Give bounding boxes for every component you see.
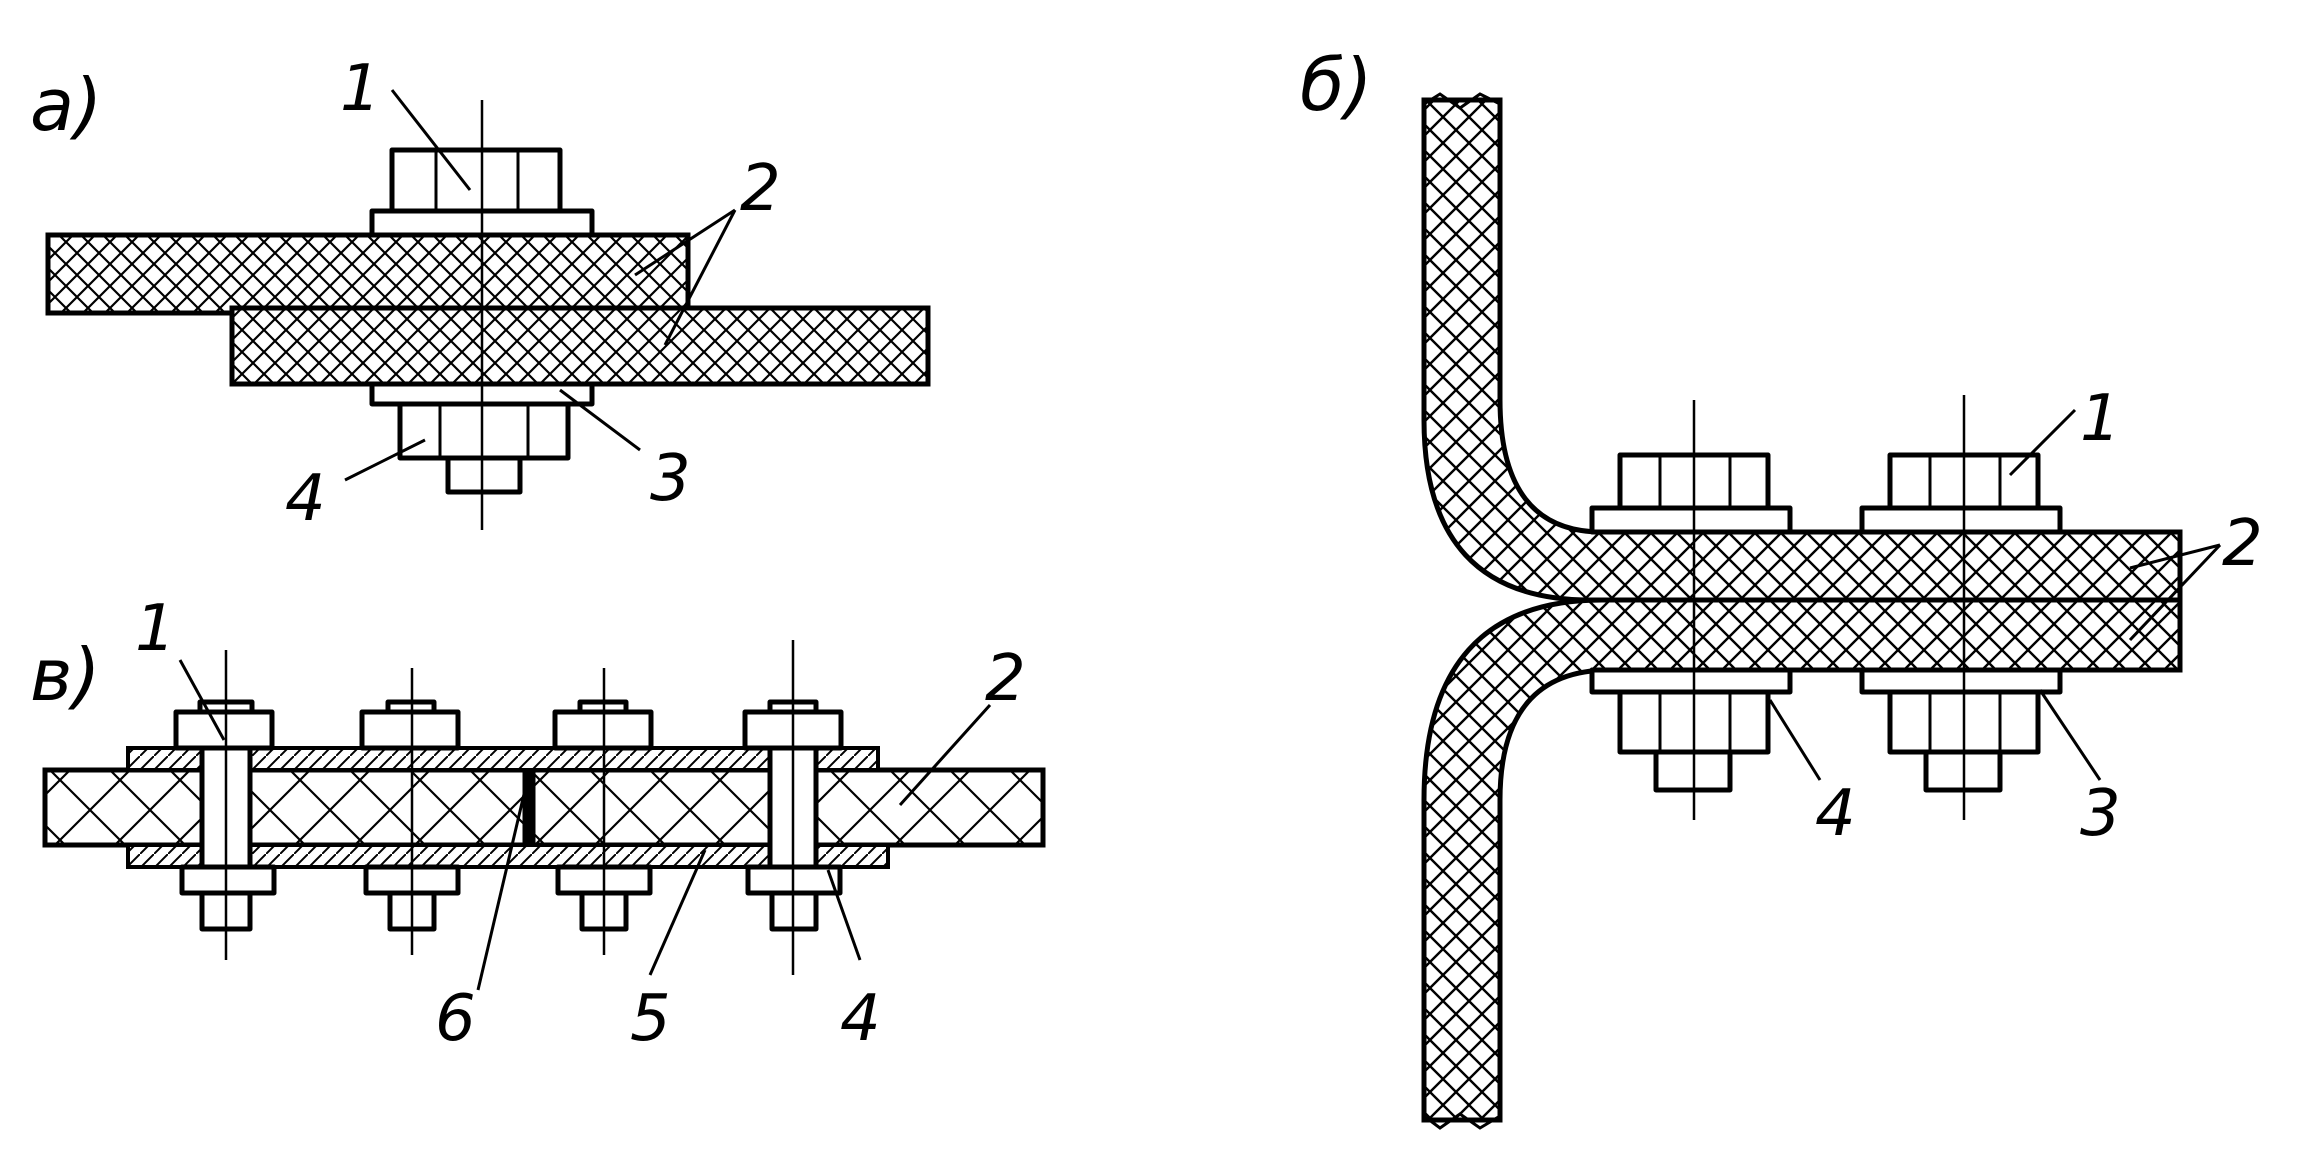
panel-b: б) — [1300, 43, 2263, 1130]
panel-v-callout-6: 6 — [435, 982, 476, 1056]
panel-a-bolt-end — [445, 455, 523, 495]
panel-b-callout-1: 1 — [2080, 382, 2121, 456]
panel-v: в) — [30, 592, 1046, 1056]
panel-v-callout-5: 5 — [630, 982, 671, 1056]
panel-v-bolt-4 — [742, 640, 844, 975]
panel-v-bolt-1 — [173, 650, 277, 960]
panel-v-bolt-3 — [552, 668, 654, 955]
panel-v-bolt-2 — [359, 668, 461, 955]
panel-v-label: в) — [30, 633, 101, 717]
panel-b-callout-2: 2 — [2222, 507, 2263, 581]
panel-a-callout-3: 3 — [650, 442, 691, 516]
panel-a: а) 1 2 3 4 — [30, 52, 931, 536]
panel-v-callout-2: 2 — [985, 642, 1026, 716]
panel-v-upper-strip — [126, 746, 880, 772]
panel-a-callout-4: 4 — [285, 462, 326, 536]
panel-b-bolt-left — [1589, 400, 1793, 820]
panel-b-lower-busbar — [1421, 597, 2183, 1123]
panel-a-callout-1: 1 — [340, 52, 381, 126]
panel-v-callout-1: 1 — [135, 592, 176, 666]
panel-a-callout-2: 2 — [740, 152, 781, 226]
panel-a-label: а) — [30, 63, 102, 147]
panel-a-nut — [397, 401, 571, 461]
panel-b-upper-busbar — [1421, 97, 2183, 603]
panel-a-upper-plate — [45, 232, 691, 316]
panel-a-bolt-head — [389, 147, 563, 214]
panel-b-label: б) — [1300, 43, 1373, 127]
panel-b-callout-3: 3 — [2080, 777, 2121, 851]
panel-a-lower-plate — [229, 305, 931, 387]
panel-b-callout-4: 4 — [1815, 777, 1856, 851]
panel-v-left-plate — [42, 767, 528, 848]
panel-b-bolt-right — [1859, 395, 2063, 820]
panel-v-callout-4: 4 — [840, 982, 881, 1056]
